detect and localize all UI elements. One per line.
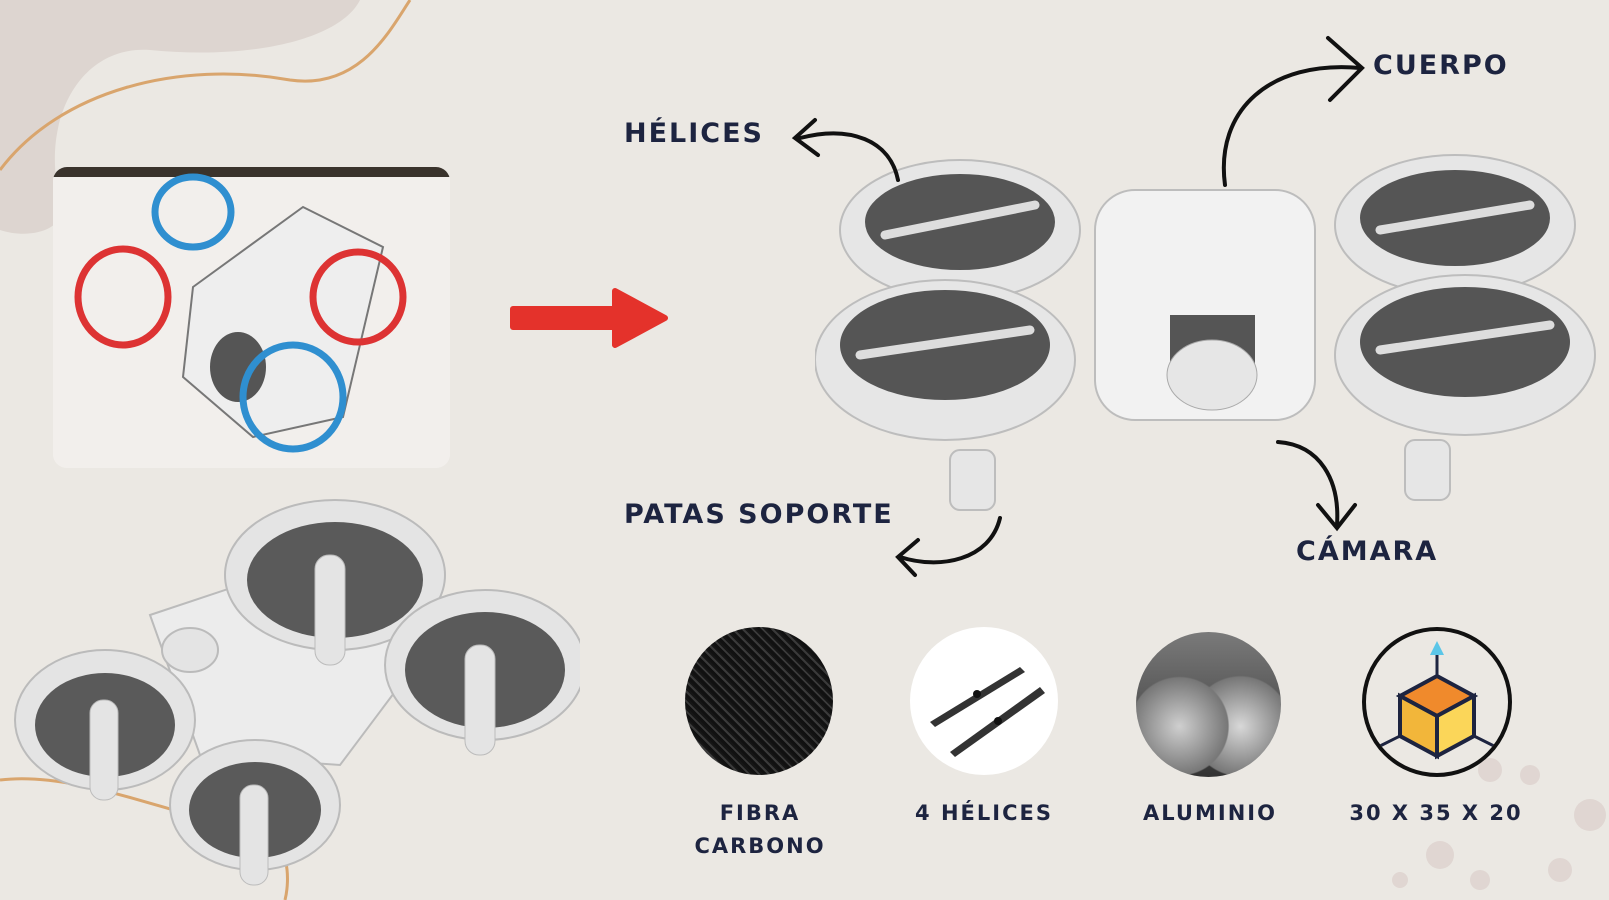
carbon-fiber-texture-icon [685,627,833,775]
label-camara: CÁMARA [1296,536,1439,567]
feature-label-line1: FIBRA [719,801,801,825]
feature-label-line2: CARBONO [694,834,826,858]
drone-render-front [815,154,1596,511]
aluminium-rods-icon [1136,632,1281,777]
dimensions-cube-icon [1362,627,1512,777]
feature-label-fibra-carbono: FIBRA CARBONO [660,797,860,863]
label-patas-soporte: PATAS SOPORTE [624,499,894,530]
propellers-icon [910,627,1058,775]
drone-render-isometric [14,499,580,886]
label-helices: HÉLICES [624,118,764,149]
red-arrow-icon [510,288,668,348]
feature-label-dimensions: 30 X 35 X 20 [1349,801,1523,825]
label-cuerpo: CUERPO [1373,50,1509,81]
feature-label-helices: 4 HÉLICES [915,801,1053,825]
drone-sketch-photo [53,167,450,468]
feature-label-aluminio: ALUMINIO [1143,801,1277,825]
